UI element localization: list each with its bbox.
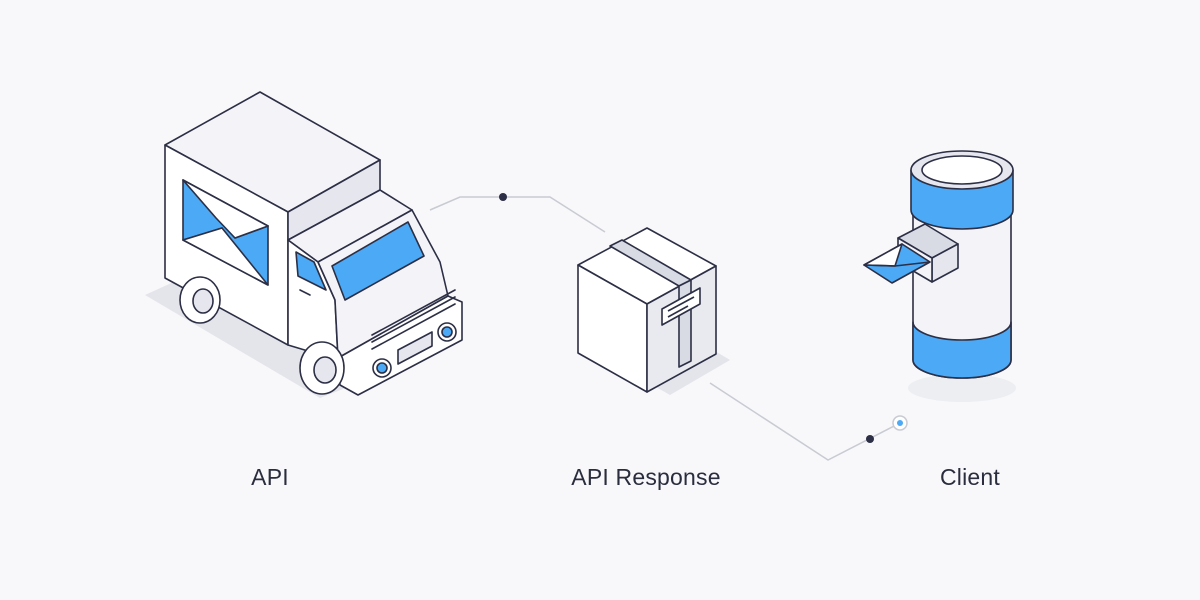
node-label-api: API [251, 464, 289, 490]
mail-tube-icon [863, 150, 1016, 402]
delivery-truck-icon [145, 91, 463, 398]
node-label-api-response: API Response [571, 464, 721, 490]
connector-dot [499, 193, 507, 201]
connector-api-to-response [429, 196, 606, 233]
connector-response-to-client [709, 382, 901, 461]
connector-endpoint-dot [897, 420, 903, 426]
connector-dot [866, 435, 874, 443]
node-label-client: Client [939, 464, 1000, 490]
package-box-icon [577, 227, 730, 395]
